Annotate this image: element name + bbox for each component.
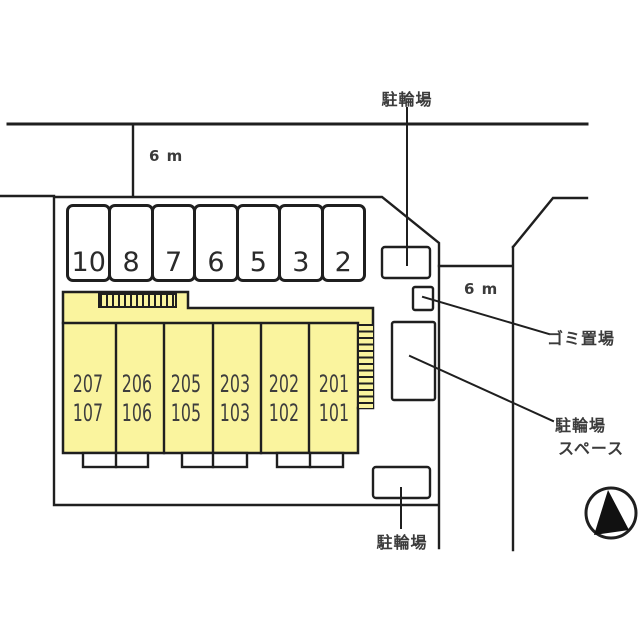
parking-stall-number: 6 xyxy=(207,247,225,278)
unit-number-upper: 205 xyxy=(170,370,202,398)
unit-number-lower: 103 xyxy=(219,399,251,427)
parking-stall-number: 10 xyxy=(71,247,106,278)
north-arrow-icon xyxy=(584,486,638,540)
unit-number-upper: 201 xyxy=(318,370,349,398)
garbage-area-box xyxy=(411,285,435,312)
parking-stall: 6 xyxy=(193,204,239,282)
parking-stall-number: 3 xyxy=(292,247,310,278)
unit-number-lower: 107 xyxy=(72,399,103,427)
parking-stall: 2 xyxy=(320,204,366,282)
leader-garbage xyxy=(421,295,551,336)
stairs-hatch-right-icon xyxy=(359,324,373,408)
unit-divider-lines xyxy=(61,321,360,455)
building-unit-row: 207 107 206 106 205 105 203 103 202 102 … xyxy=(63,325,358,451)
bicycle-parking-top-label: 駐輪場 xyxy=(381,90,433,109)
parking-stall: 8 xyxy=(108,204,154,282)
building-unit: 207 107 xyxy=(63,325,112,451)
building-unit: 205 105 xyxy=(161,325,210,451)
bicycle-space-box xyxy=(390,320,437,402)
building-unit: 201 101 xyxy=(309,325,358,451)
bicycle-space-label-line1: 駐輪場 xyxy=(555,416,607,435)
building-unit: 206 106 xyxy=(112,325,161,451)
unit-number-upper: 207 xyxy=(72,370,103,398)
bicycle-space-label: 駐輪場 スペース xyxy=(555,414,624,460)
entrance-steps xyxy=(81,451,345,469)
road-right-edge-lines xyxy=(437,196,589,552)
unit-number-upper: 203 xyxy=(219,370,251,398)
unit-number-upper: 206 xyxy=(121,370,152,398)
unit-number-upper: 202 xyxy=(269,370,300,398)
parking-stall: 5 xyxy=(235,204,282,282)
road-top-width-label: 6 m xyxy=(149,147,184,165)
parking-stall-number: 8 xyxy=(122,247,140,278)
bicycle-space-label-line2: スペース xyxy=(558,439,625,458)
parking-stall-number: 5 xyxy=(249,247,267,278)
road-right-width-label: 6 m xyxy=(464,280,499,298)
plot-boundary xyxy=(52,195,441,550)
garbage-area-label: ゴミ置場 xyxy=(547,329,616,348)
building-unit: 203 103 xyxy=(211,325,260,451)
stairs-hatch-top-icon xyxy=(98,293,177,308)
unit-number-lower: 101 xyxy=(318,399,349,427)
parking-stall: 10 xyxy=(66,204,112,282)
building-unit: 202 102 xyxy=(260,325,309,451)
parking-stall-row: 10 8 7 6 5 3 2 xyxy=(66,204,366,282)
leader-bicycle-space xyxy=(408,354,555,423)
bicycle-parking-bottom-label: 駐輪場 xyxy=(376,533,428,552)
parking-stall: 3 xyxy=(278,204,324,282)
building-outline xyxy=(61,290,375,455)
unit-number-lower: 105 xyxy=(170,399,202,427)
parking-stall: 7 xyxy=(150,204,197,282)
unit-number-lower: 106 xyxy=(121,399,152,427)
unit-number-lower: 102 xyxy=(269,399,300,427)
parking-stall-number: 2 xyxy=(334,247,352,278)
parking-stall-number: 7 xyxy=(164,247,183,278)
